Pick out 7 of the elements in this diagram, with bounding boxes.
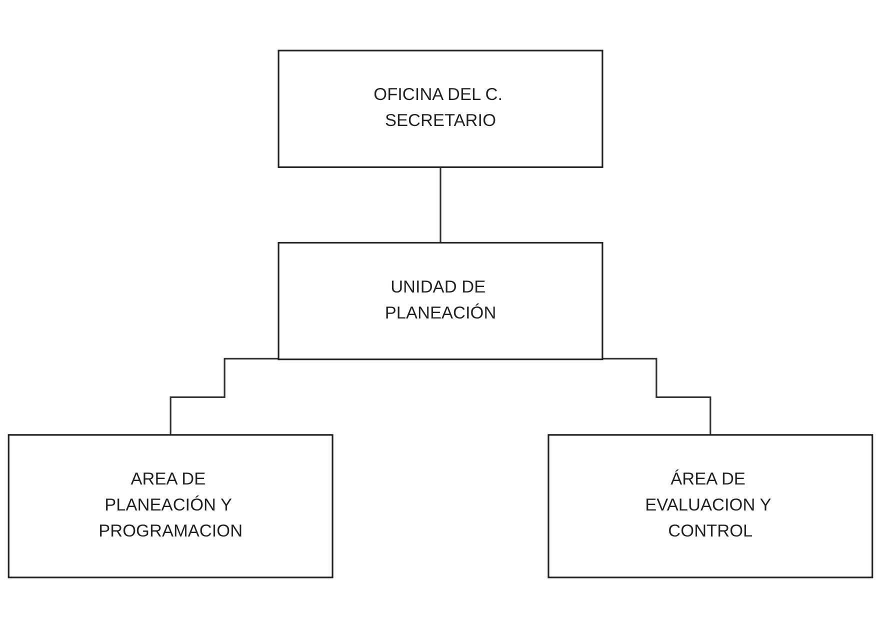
connector [440,166,442,244]
node-box: ÁREA DE EVALUACION Y CONTROL [548,434,874,578]
node-box: OFICINA DEL C. SECRETARIO [278,50,604,168]
connector [170,358,279,436]
connector [602,358,712,436]
node-box: UNIDAD DE PLANEACIÓN [278,242,604,360]
node-box: AREA DE PLANEACIÓN Y PROGRAMACION [8,434,334,578]
